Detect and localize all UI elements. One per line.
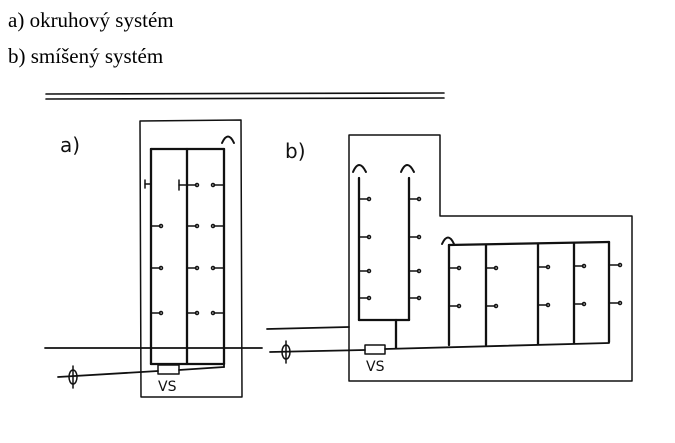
hydrants-a [144, 179, 225, 316]
hydrants-b-tower [358, 196, 422, 301]
building-outline-a [139, 119, 243, 398]
loop-a [149, 147, 226, 366]
meter-icon [68, 365, 78, 389]
main-line-b [266, 326, 610, 353]
vent-a [221, 135, 235, 144]
label-a: a) [60, 133, 80, 157]
valve-box-a [157, 364, 180, 375]
vent-b-right [400, 164, 415, 173]
valve-label-b: VS [366, 359, 385, 375]
hydrants-b-wing [448, 262, 623, 309]
diagram-a [44, 119, 263, 398]
vent-b-left [352, 164, 367, 173]
valve-box-b [364, 344, 386, 355]
main-line-a [44, 347, 263, 378]
building-outline-b [348, 134, 633, 382]
caption-b: b) smíšený systém [8, 44, 164, 68]
loop-b-tower [357, 176, 411, 350]
diagram-b [266, 134, 633, 382]
double-rule [45, 92, 445, 100]
vent-b-wing [441, 236, 455, 245]
loop-b-wing [447, 240, 611, 347]
meter-icon-b [281, 340, 291, 364]
caption-a: a) okruhový systém [8, 8, 174, 32]
label-b: b) [285, 139, 306, 163]
valve-label-a: VS [158, 379, 177, 395]
